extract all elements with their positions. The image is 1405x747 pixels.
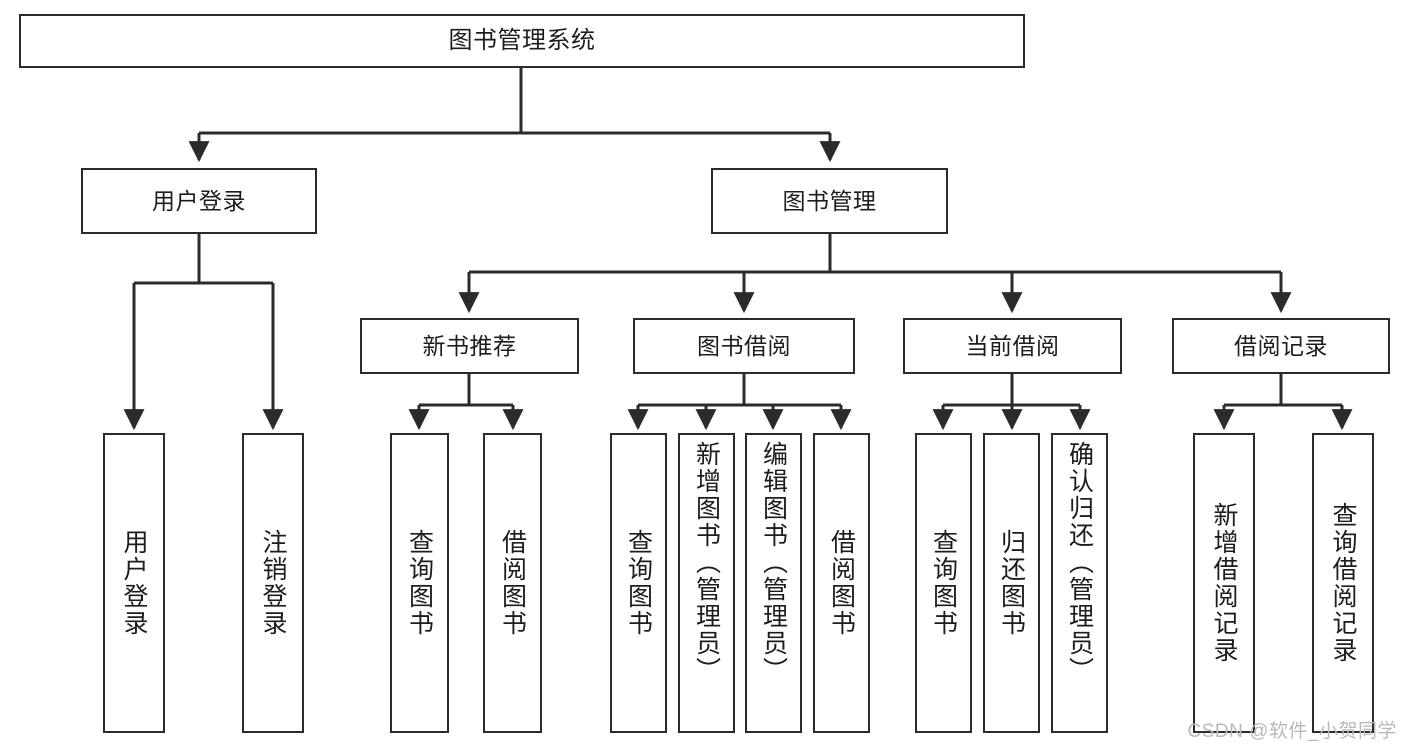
leaf-return-book[interactable]: 归还图书 bbox=[983, 433, 1040, 733]
watermark: CSDN @软件_小贺同学 bbox=[1187, 721, 1397, 742]
node-label: 借阅图书 bbox=[827, 529, 856, 637]
leaf-query-borrow-record[interactable]: 查询借阅记录 bbox=[1312, 433, 1374, 733]
node-label: 当前借阅 bbox=[965, 332, 1060, 359]
leaf-confirm-return-admin[interactable]: 确认归还（管理员） bbox=[1051, 433, 1108, 733]
node-label: 归还图书 bbox=[997, 529, 1026, 637]
node-label: 查询图书 bbox=[624, 529, 653, 637]
node-label: 编辑图书（管理员） bbox=[759, 441, 788, 684]
node-book-borrowing[interactable]: 图书借阅 bbox=[633, 318, 855, 374]
leaf-add-book-admin[interactable]: 新增图书（管理员） bbox=[678, 433, 735, 733]
node-current-borrowing[interactable]: 当前借阅 bbox=[903, 318, 1122, 374]
leaf-user-login[interactable]: 用户登录 bbox=[103, 433, 165, 733]
node-label: 查询图书 bbox=[929, 529, 958, 637]
node-label: 借阅记录 bbox=[1234, 332, 1328, 359]
leaf-query-book-current[interactable]: 查询图书 bbox=[915, 433, 972, 733]
node-label: 用户登录 bbox=[120, 529, 148, 637]
leaf-logout[interactable]: 注销登录 bbox=[242, 433, 304, 733]
node-book-management[interactable]: 图书管理 bbox=[711, 168, 948, 234]
leaf-add-borrow-record[interactable]: 新增借阅记录 bbox=[1193, 433, 1255, 733]
node-label: 图书管理 bbox=[782, 187, 877, 214]
node-label: 新增借阅记录 bbox=[1210, 502, 1238, 664]
node-label: 新书推荐 bbox=[422, 332, 517, 359]
node-label: 新增图书（管理员） bbox=[692, 441, 721, 684]
node-new-book-recommendation[interactable]: 新书推荐 bbox=[360, 318, 579, 374]
leaf-query-book-new-rec[interactable]: 查询图书 bbox=[390, 433, 449, 733]
node-label: 查询图书 bbox=[405, 529, 434, 637]
leaf-query-book-borrow[interactable]: 查询图书 bbox=[610, 433, 667, 733]
node-label: 查询借阅记录 bbox=[1329, 502, 1357, 664]
node-label: 借阅图书 bbox=[498, 529, 527, 637]
node-borrowing-record[interactable]: 借阅记录 bbox=[1172, 318, 1390, 374]
node-label: 图书管理系统 bbox=[448, 27, 596, 55]
leaf-borrow-book-new-rec[interactable]: 借阅图书 bbox=[483, 433, 542, 733]
node-label: 图书借阅 bbox=[697, 332, 791, 359]
node-label: 用户登录 bbox=[152, 187, 246, 214]
node-root-book-management-system[interactable]: 图书管理系统 bbox=[19, 14, 1025, 68]
node-label: 注销登录 bbox=[259, 529, 287, 637]
leaf-edit-book-admin[interactable]: 编辑图书（管理员） bbox=[745, 433, 802, 733]
node-user-login[interactable]: 用户登录 bbox=[81, 168, 317, 234]
node-label: 确认归还（管理员） bbox=[1065, 441, 1094, 684]
leaf-borrow-book[interactable]: 借阅图书 bbox=[813, 433, 870, 733]
